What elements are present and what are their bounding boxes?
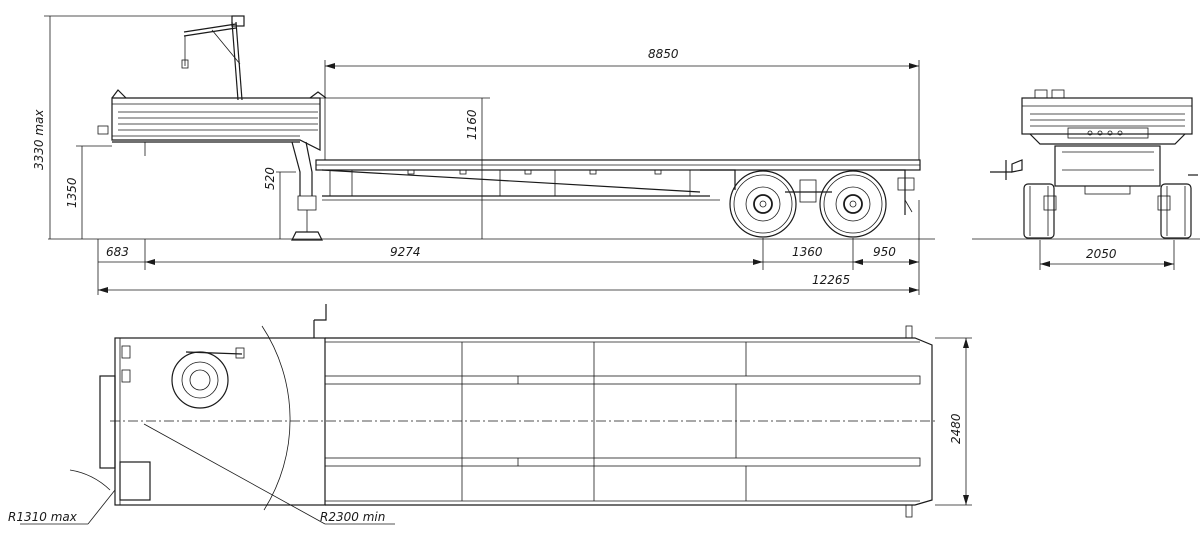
- dim-axle-spread: 1360: [792, 245, 823, 259]
- dim-main-wheelbase: 9274: [390, 245, 421, 259]
- dim-platform-height: 1160: [465, 109, 479, 140]
- dim-overall-height: 3330 max: [32, 109, 46, 170]
- dim-step-height: 520: [263, 167, 277, 190]
- dim-overall-width: 2480: [949, 413, 963, 444]
- side-dimension-labels: 8850 1160 3330 max 1350 520 683 9274 136…: [32, 47, 896, 287]
- top-view: 2480 R2300 min R1310 max: [8, 304, 972, 525]
- side-dimensions: [44, 15, 920, 295]
- dim-overall-length: 12265: [812, 273, 850, 287]
- dim-track-width: 2050: [1086, 247, 1117, 261]
- crane: [181, 15, 245, 101]
- dim-turning-radius: R2300 min: [320, 510, 385, 524]
- rear-wheels: [729, 170, 887, 238]
- dim-coupling-height: 1350: [65, 177, 79, 208]
- low-deck: [315, 159, 921, 215]
- rear-view: 2050: [972, 89, 1200, 270]
- dim-front-swing-radius: R1310 max: [8, 510, 78, 524]
- dim-platform-length: 8850: [648, 47, 679, 61]
- dim-kingpin-offset: 683: [106, 245, 129, 259]
- gooseneck-body: [97, 89, 327, 241]
- side-view: 8850 1160 3330 max 1350 520 683 9274 136…: [32, 15, 935, 295]
- dim-rear-overhang: 950: [873, 245, 896, 259]
